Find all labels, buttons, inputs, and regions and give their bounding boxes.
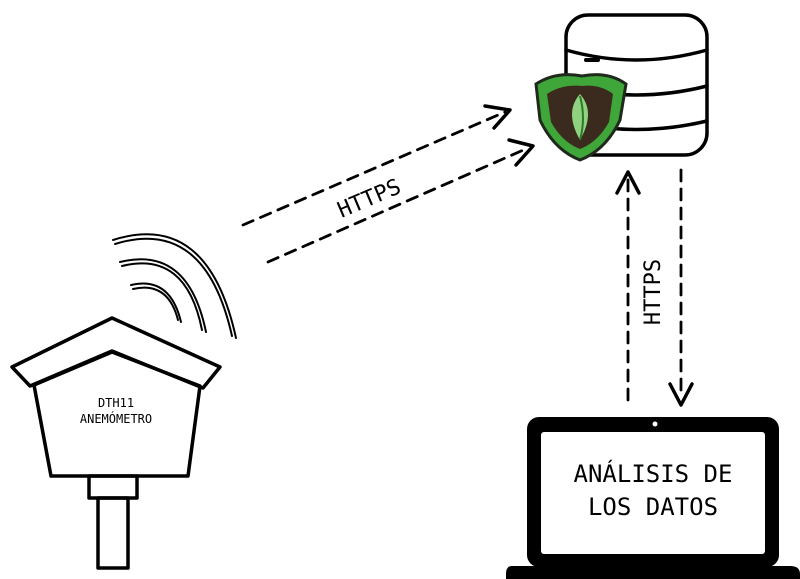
station-label-line1: DTH11: [98, 396, 134, 410]
https-arrows-db-laptop: [615, 168, 694, 407]
https-arrows-station-to-db: [241, 104, 535, 264]
laptop-label-line1: ANÁLISIS DE: [574, 459, 733, 488]
laptop-icon: [506, 417, 800, 579]
https-label-station: HTTPS: [334, 175, 405, 224]
mongodb-leaf-icon: [534, 73, 628, 162]
station-label-line2: ANEMÓMETRO: [80, 411, 152, 426]
laptop-label-line2: LOS DATOS: [588, 493, 718, 521]
https-label-laptop: HTTPS: [641, 259, 666, 325]
wifi-signal-icon: [112, 233, 237, 339]
weather-station-icon: [10, 316, 222, 570]
